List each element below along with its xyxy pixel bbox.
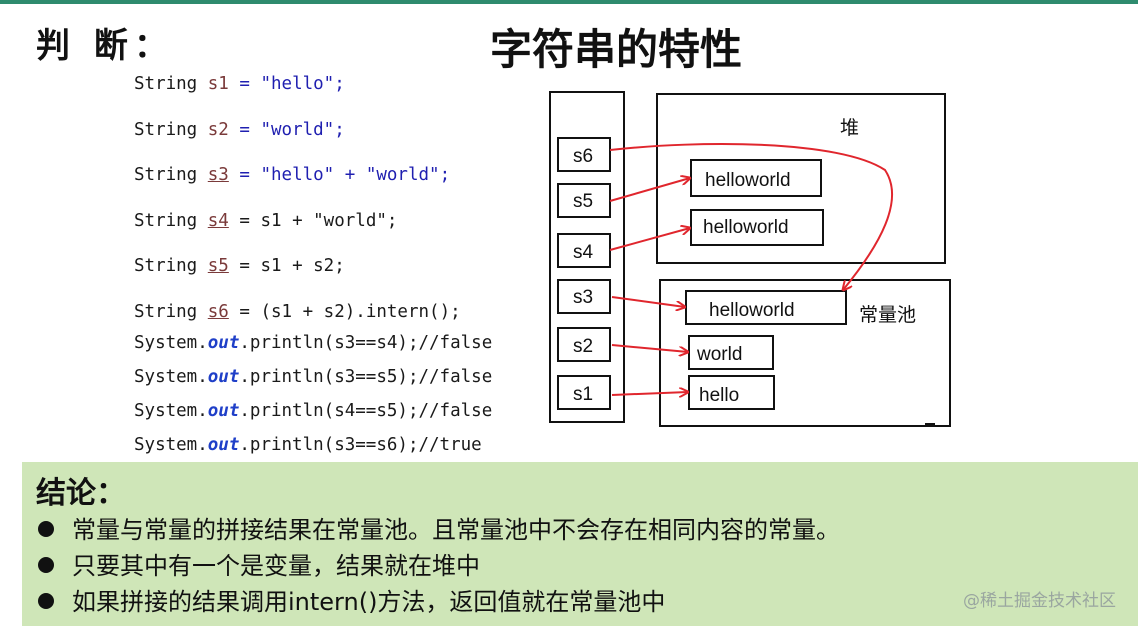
svg-text:s2: s2 xyxy=(573,336,593,357)
svg-text:helloworld: helloworld xyxy=(709,300,795,321)
page-title: 字符串的特性 xyxy=(490,25,743,74)
arrow-s1-pool xyxy=(611,392,688,395)
stack-var-s2: s2 xyxy=(557,327,611,362)
arrow-s5-heap xyxy=(609,178,690,202)
stack-var-s4: s4 xyxy=(557,233,611,268)
bullet-dot-icon xyxy=(38,557,54,573)
code-line-s1: String s1 = "hello"; xyxy=(134,74,345,94)
svg-text:s1: s1 xyxy=(573,384,593,405)
svg-text:s5: s5 xyxy=(573,191,593,212)
arrow-s2-pool xyxy=(611,344,688,352)
heap-label: 堆 xyxy=(840,117,859,139)
stack-var-s6: s6 xyxy=(557,137,611,172)
conclusion-panel: 结论： 常量与常量的拼接结果在常量池。且常量池中不会存在相同内容的常量。 只要其… xyxy=(22,462,1138,626)
code-print-3: System.out.println(s4==s5);//false xyxy=(134,401,493,421)
code-line-s5: String s5 = s1 + s2; xyxy=(134,256,345,276)
constant-pool-region xyxy=(659,279,951,427)
bullet-dot-icon xyxy=(38,593,54,609)
pool-object-hello: hello xyxy=(688,375,775,410)
svg-text:s3: s3 xyxy=(573,287,593,308)
code-line-s2: String s2 = "world"; xyxy=(134,120,345,140)
heap-region xyxy=(656,93,946,264)
arrow-s4-heap xyxy=(609,228,690,251)
code-line-s3: String s3 = "hello" + "world"; xyxy=(134,165,451,185)
judge-label: 判 断： xyxy=(36,26,174,66)
stack-var-s3: s3 xyxy=(557,279,611,314)
stack-frame xyxy=(549,91,625,423)
pool-object-world: world xyxy=(688,335,774,370)
code-print-2: System.out.println(s3==s5);//false xyxy=(134,367,493,387)
conclusion-bullet-2: 只要其中有一个是变量，结果就在堆中 xyxy=(38,546,480,581)
code-line-s6: String s6 = (s1 + s2).intern(); xyxy=(134,302,461,322)
svg-text:world: world xyxy=(696,344,742,365)
svg-text:hello: hello xyxy=(699,385,739,406)
arrow-s6-pool xyxy=(609,143,894,290)
conclusion-bullet-3: 如果拼接的结果调用intern()方法，返回值就在常量池中 xyxy=(38,582,665,617)
code-line-s4: String s4 = s1 + "world"; xyxy=(134,211,398,231)
top-accent-bar xyxy=(0,0,1138,4)
bullet-dot-icon xyxy=(38,521,54,537)
conclusion-bullet-1: 常量与常量的拼接结果在常量池。且常量池中不会存在相同内容的常量。 xyxy=(38,510,840,545)
arrow-s3-pool xyxy=(611,296,685,307)
svg-text:s6: s6 xyxy=(573,146,593,167)
stack-var-s5: s5 xyxy=(557,183,611,218)
constant-pool-label: 常量池 xyxy=(859,304,916,326)
conclusion-title: 结论： xyxy=(36,476,126,511)
pool-tick-mark xyxy=(925,423,935,426)
svg-text:s4: s4 xyxy=(573,242,594,263)
heap-object-1: helloworld xyxy=(690,159,822,197)
code-print-1: System.out.println(s3==s4);//false xyxy=(134,333,493,353)
pool-object-helloworld: helloworld xyxy=(685,290,847,325)
watermark: @稀土掘金技术社区 xyxy=(963,591,1116,611)
svg-text:helloworld: helloworld xyxy=(703,217,789,238)
stack-var-s1: s1 xyxy=(557,375,611,410)
code-print-4: System.out.println(s3==s6);//true xyxy=(134,435,482,455)
svg-text:helloworld: helloworld xyxy=(705,170,791,191)
heap-object-2: helloworld xyxy=(690,209,824,246)
